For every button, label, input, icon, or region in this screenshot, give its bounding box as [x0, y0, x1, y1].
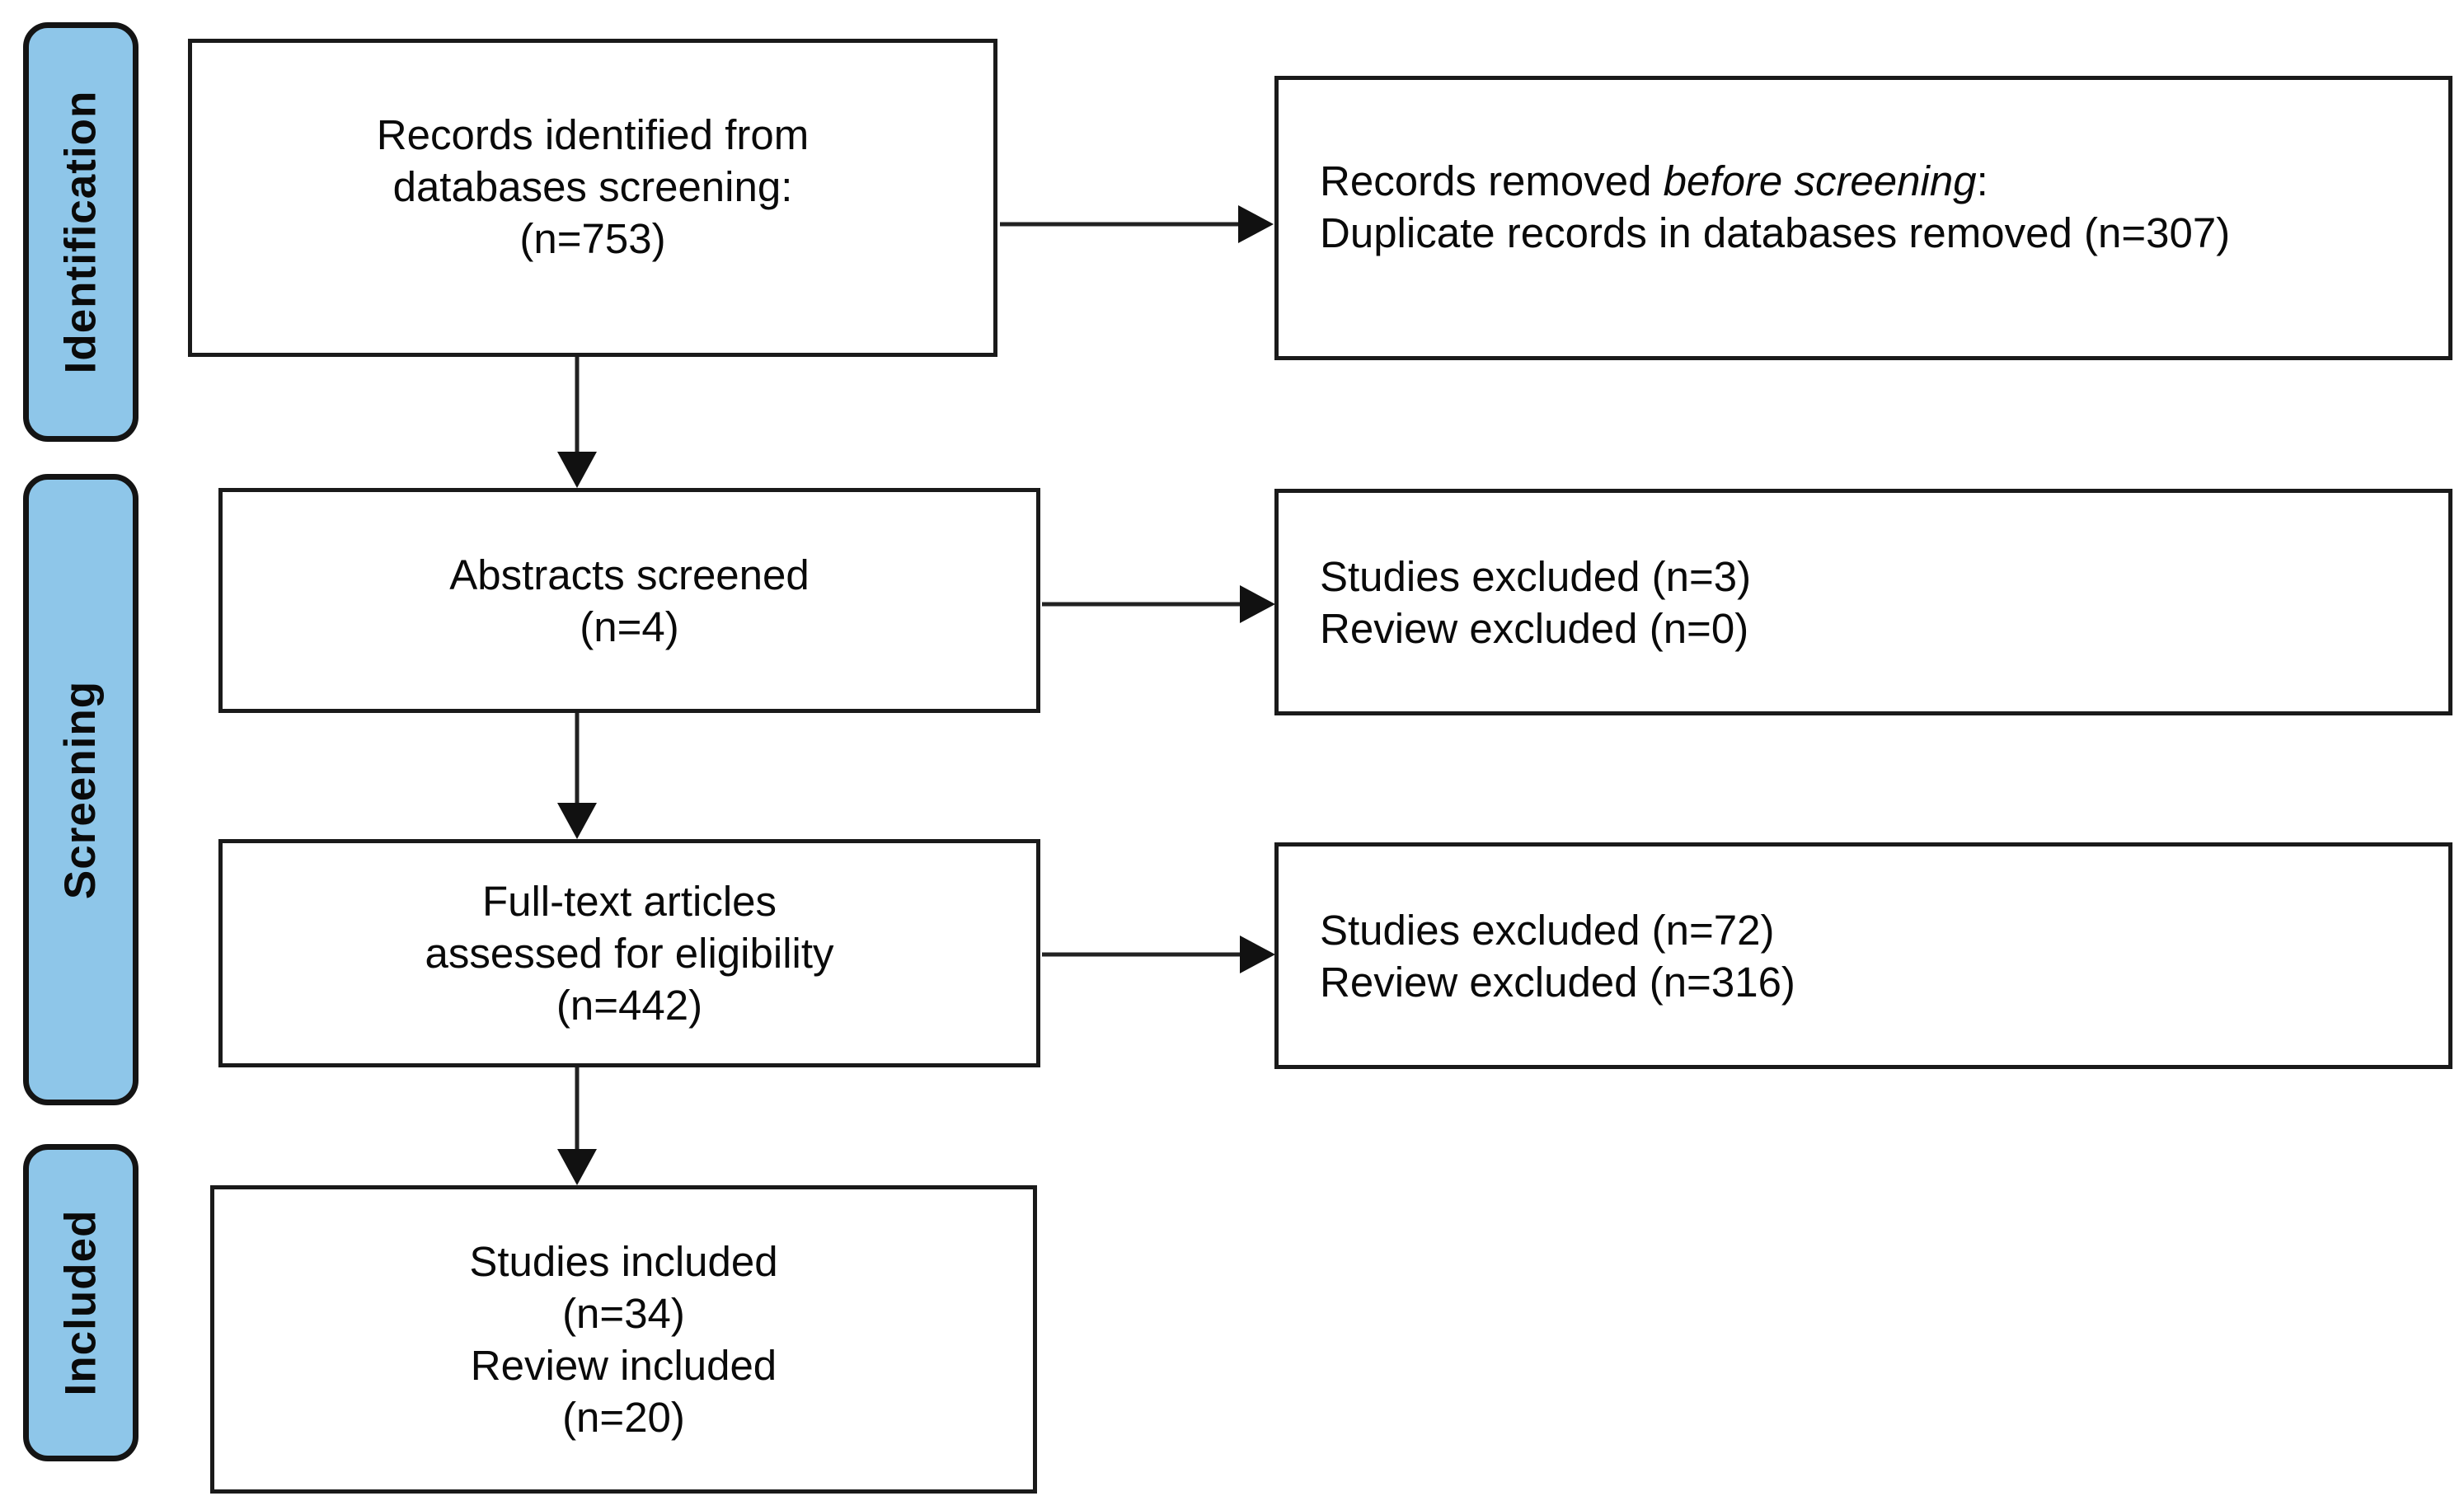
text-line: databases screening:: [392, 162, 793, 210]
text-line: Duplicate records in databases removed (…: [1320, 209, 2231, 256]
box-fulltext-excluded: Studies excluded (n=72) Review excluded …: [1274, 842, 2452, 1069]
box-fulltext-excluded-text: Studies excluded (n=72) Review excluded …: [1279, 904, 1795, 1008]
text-line: Studies included: [469, 1238, 778, 1285]
box-records-identified-text: Records identified from databases screen…: [377, 109, 809, 288]
box-studies-included: Studies included (n=34) Review included …: [210, 1185, 1037, 1494]
box-abstracts-excluded: Studies excluded (n=3) Review excluded (…: [1274, 489, 2452, 715]
text-line: (n=20): [562, 1394, 685, 1441]
text-segment: :: [1976, 157, 1988, 204]
text-line: Review excluded (n=316): [1320, 958, 1795, 1006]
box-abstracts-screened: Abstracts screened (n=4): [218, 488, 1040, 713]
text-line: (n=34): [562, 1290, 685, 1337]
text-line: Studies excluded (n=72): [1320, 906, 1775, 954]
text-line: (n=753): [519, 214, 666, 262]
right-arrow-2-head-icon: [1240, 585, 1275, 623]
box-records-identified: Records identified from databases screen…: [188, 39, 997, 357]
text-line: (n=4): [580, 603, 679, 650]
text-line: assessed for eligibility: [425, 930, 834, 977]
box-fulltext-assessed: Full-text articles assessed for eligibil…: [218, 839, 1040, 1067]
text-line: Review included: [470, 1342, 777, 1389]
text-line: Records identified from: [376, 110, 810, 158]
box-records-removed: Records removed before screening: Duplic…: [1274, 76, 2452, 360]
text-line: Abstracts screened: [449, 551, 810, 598]
text-line: Review excluded (n=0): [1320, 604, 1749, 652]
box-fulltext-assessed-text: Full-text articles assessed for eligibil…: [425, 875, 833, 1031]
down-arrow-1-head-icon: [557, 452, 597, 488]
right-arrow-3-head-icon: [1240, 936, 1275, 973]
text-line: (n=442): [556, 982, 703, 1029]
stage-screening: Screening: [23, 474, 138, 1105]
stage-included: Included: [23, 1144, 138, 1461]
box-studies-included-text: Studies included (n=34) Review included …: [469, 1236, 777, 1443]
box-abstracts-excluded-text: Studies excluded (n=3) Review excluded (…: [1279, 551, 1751, 654]
text-line: Records removed before screening:: [1320, 155, 2230, 207]
box-records-removed-text: Records removed before screening: Duplic…: [1279, 155, 2230, 282]
down-arrow-3-head-icon: [557, 1149, 597, 1185]
text-segment-italic: before screening: [1663, 157, 1977, 204]
stage-included-label: Included: [56, 1209, 106, 1396]
text-line: Studies excluded (n=3): [1320, 552, 1752, 600]
right-arrow-1-head-icon: [1238, 205, 1274, 243]
text-segment: Records removed: [1320, 157, 1664, 204]
stage-identification: Identification: [23, 22, 138, 442]
text-line: Full-text articles: [481, 878, 777, 925]
box-abstracts-screened-text: Abstracts screened (n=4): [449, 549, 810, 653]
stage-identification-label: Identification: [56, 90, 106, 374]
stage-screening-label: Screening: [56, 680, 106, 899]
down-arrow-2-head-icon: [557, 803, 597, 839]
